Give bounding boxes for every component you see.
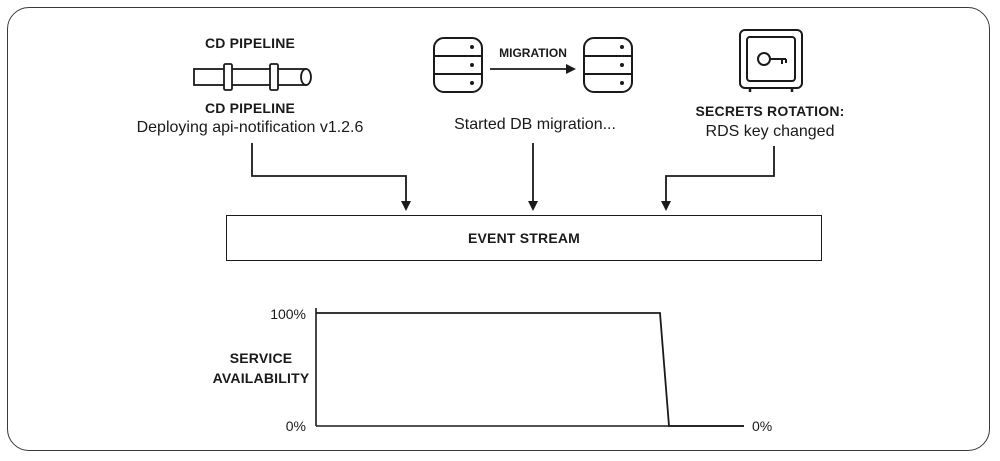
event-stream-box: [226, 215, 822, 261]
event-stream-label: EVENT STREAM: [467, 230, 581, 246]
database-icon: [583, 37, 633, 93]
cd-pipeline-icon-label: CD PIPELINE: [204, 35, 296, 51]
safe-key-icon: [739, 29, 803, 92]
db-migration-message: Started DB migration...: [454, 116, 616, 133]
migration-arrow-label: MIGRATION: [499, 46, 567, 60]
migration-arrow: [490, 64, 576, 74]
pipe-icon: [193, 63, 312, 91]
chart-ylabel-line2: AVAILABILITY: [212, 370, 310, 386]
cd-pipeline-connector: [251, 143, 407, 203]
secrets-rotation-title: SECRETS ROTATION:: [695, 103, 845, 119]
database-icon: [433, 37, 483, 93]
chart-ytick-bottom: 0%: [285, 418, 306, 434]
chart-ylabel-line1: SERVICE: [229, 350, 293, 366]
cd-pipeline-message: Deploying api-notification v1.2.6: [136, 119, 364, 136]
chart-end-label: 0%: [752, 418, 773, 434]
cd-pipeline-arrowhead: [401, 201, 411, 211]
secrets-rotation-message: RDS key changed: [705, 123, 835, 140]
diagram-frame: [7, 7, 990, 451]
secrets-rotation-connector: [665, 146, 775, 203]
availability-series-line: [316, 312, 744, 427]
cd-pipeline-title: CD PIPELINE: [204, 100, 296, 116]
db-migration-arrowhead: [528, 201, 538, 211]
secrets-rotation-arrowhead: [661, 201, 671, 211]
chart-ytick-top: 100%: [270, 306, 306, 322]
